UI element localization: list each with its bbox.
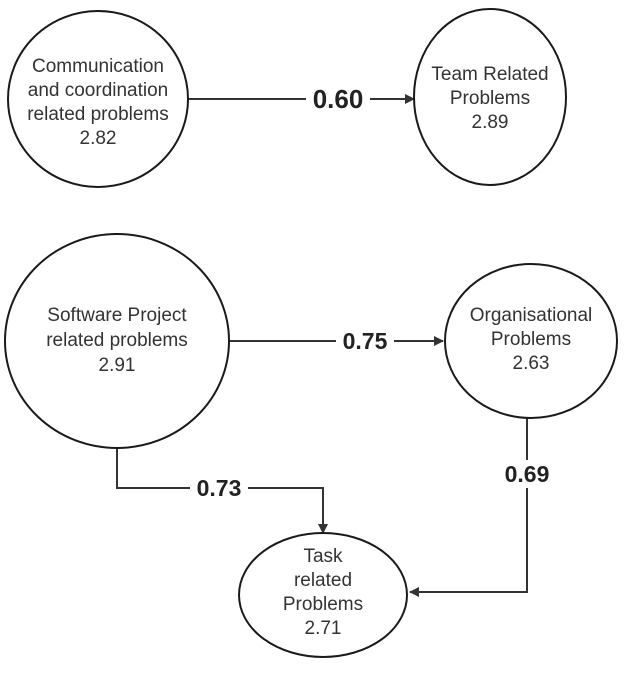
edge-label-background xyxy=(306,84,370,114)
edge-weight-label: 0.73 xyxy=(197,475,242,501)
node-circle xyxy=(413,8,567,186)
node-circle xyxy=(4,233,230,449)
edge-communication-to-team: 0.60 xyxy=(188,84,415,114)
edge-weight-label: 0.75 xyxy=(343,328,388,354)
node-label-line: Software Project xyxy=(47,305,187,326)
node-label-line: Problems xyxy=(283,594,363,615)
node-organisational: Organisational Problems 2.63 xyxy=(444,263,618,419)
node-score: 2.91 xyxy=(99,355,136,376)
node-label-line: Task xyxy=(303,546,343,567)
node-label-line: related xyxy=(294,570,352,591)
node-label-line: Problems xyxy=(491,329,571,350)
edge-label-background xyxy=(498,460,556,488)
node-label-line: related problems xyxy=(46,330,188,351)
node-task-related: Task related Problems 2.71 xyxy=(238,532,408,658)
node-label-line: related problems xyxy=(27,104,169,125)
node-score: 2.71 xyxy=(305,618,342,639)
edge-weight-label: 0.69 xyxy=(505,461,550,487)
node-circle xyxy=(238,532,408,658)
node-label-line: and coordination xyxy=(28,80,169,101)
edge-weight-label: 0.60 xyxy=(313,84,364,114)
node-label-line: Problems xyxy=(450,88,530,109)
node-communication-coordination: Communication and coordination related p… xyxy=(7,10,189,188)
edge-label-background xyxy=(336,327,394,355)
node-label-line: Organisational xyxy=(470,305,593,326)
edge-label-background xyxy=(190,474,248,502)
node-team-related: Team Related Problems 2.89 xyxy=(413,8,567,186)
node-score: 2.82 xyxy=(80,128,117,149)
node-label-line: Communication xyxy=(32,56,164,77)
node-circle xyxy=(7,10,189,188)
edge-line xyxy=(409,418,528,597)
edge-software-to-task: 0.73 xyxy=(116,448,328,534)
edge-software-to-organisational: 0.75 xyxy=(229,327,444,355)
node-software-project: Software Project related problems 2.91 xyxy=(4,233,230,449)
edge-organisational-to-task: 0.69 xyxy=(409,418,556,597)
node-score: 2.89 xyxy=(472,112,509,133)
node-score: 2.63 xyxy=(513,353,550,374)
node-circle xyxy=(444,263,618,419)
node-label-line: Team Related xyxy=(431,64,548,85)
